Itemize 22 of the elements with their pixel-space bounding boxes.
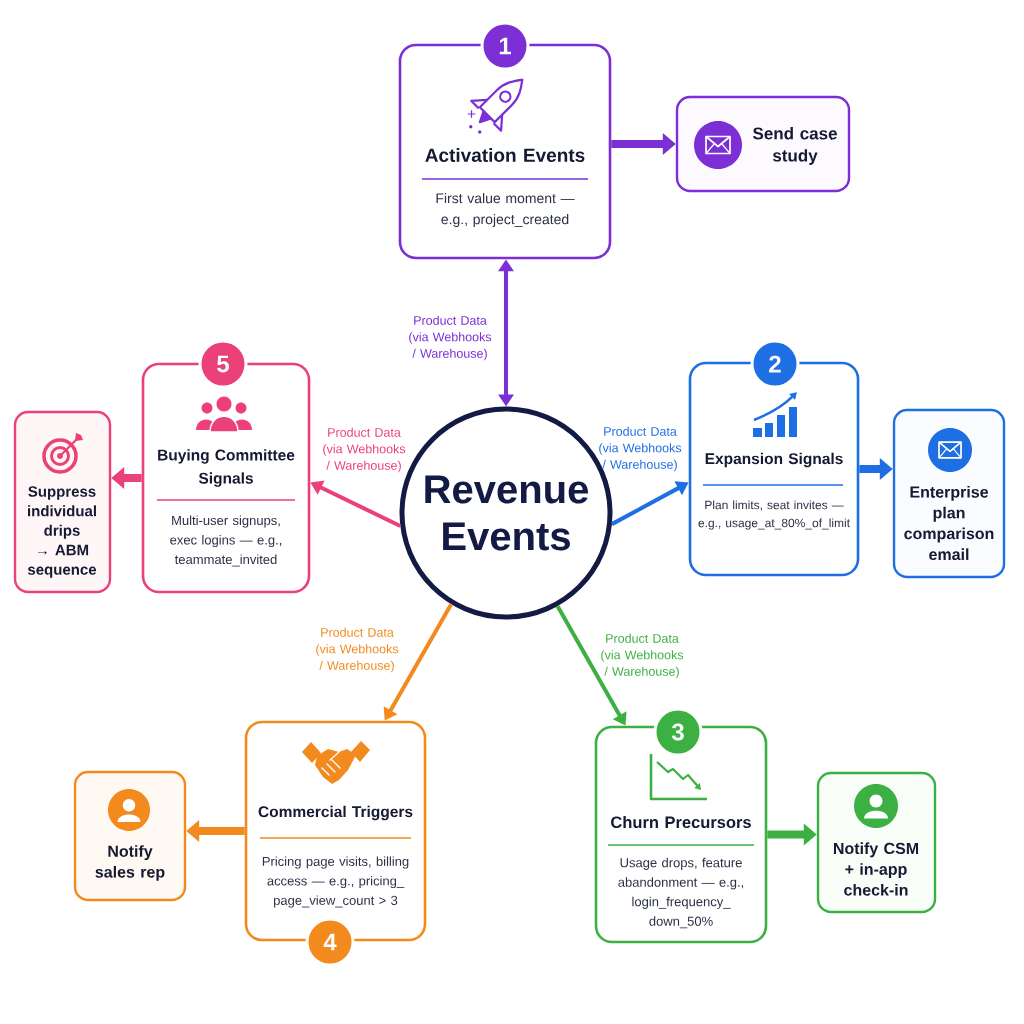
number-badge: 2 <box>750 339 800 389</box>
action-box: Enterprise plan comparison email <box>892 408 1006 579</box>
number-badge: 5 <box>198 339 248 389</box>
action-box: Notify CSM + in-app check-in <box>816 771 937 914</box>
edge-label: Product Data (via Webhooks / Warehouse) <box>316 627 399 673</box>
action-box: Suppress individual drips → ABM sequence <box>13 410 112 594</box>
card-description: Plan limits, seat invites — e.g., usage_at_80%_of_limit <box>698 500 850 530</box>
number-badge: 4 <box>305 917 355 967</box>
card-description: Pricing page visits, billing access — e.g., pricing_ page_view_count > 3 <box>262 856 409 908</box>
edge-label: Product Data (via Webhooks / Warehouse) <box>409 315 492 361</box>
card-title: Commercial Triggers <box>258 805 413 821</box>
card-title: Churn Precursors <box>611 815 751 829</box>
action-box: Notify sales rep <box>73 770 187 902</box>
card-title: Activation Events <box>425 148 585 162</box>
number-badge: 1 <box>480 21 530 71</box>
card-description: Usage drops, feature abandonment — e.g., login_frequency_ down_50% <box>618 857 744 929</box>
card-description: Multi-user signups, exec logins — e.g., teammate_invited <box>170 515 282 567</box>
number-badge: 3 <box>653 707 703 757</box>
card-title: Expansion Signals <box>705 452 843 468</box>
card-description: First value moment — e.g., project_created <box>436 192 575 227</box>
edge-label: Product Data (via Webhooks / Warehouse) <box>601 633 684 679</box>
card-title: Buying Committee Signals <box>158 449 295 487</box>
